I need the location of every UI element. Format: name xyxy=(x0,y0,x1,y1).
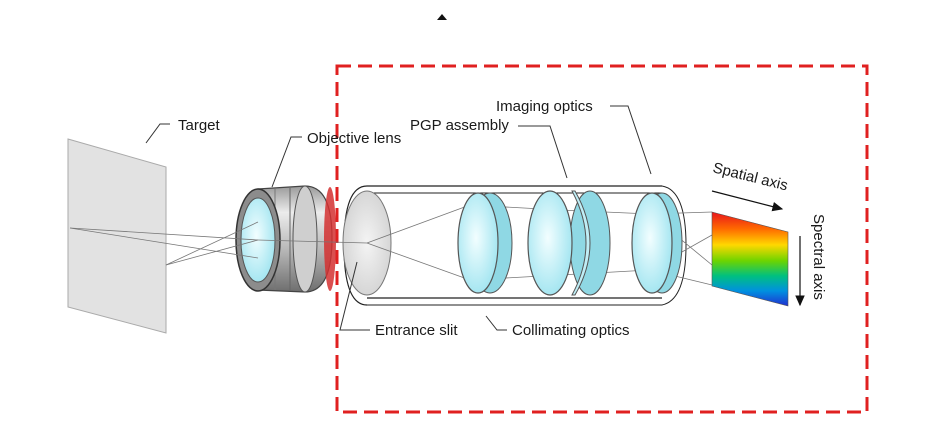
top-mark xyxy=(437,14,447,20)
pgp-assembly xyxy=(527,190,611,296)
spatial-axis-arrow xyxy=(711,190,784,212)
collimating-optics-pointer xyxy=(485,315,507,331)
target-pointer xyxy=(145,123,170,144)
entrance-slit-pointer xyxy=(339,261,370,331)
collimating-optics-label: Collimating optics xyxy=(512,322,630,339)
spectral-axis-label: Spectral axis xyxy=(810,214,827,300)
spectrometer-tube xyxy=(343,185,687,306)
target-label: Target xyxy=(178,117,221,134)
detector-spectrum xyxy=(711,211,789,307)
imaging-lens xyxy=(631,192,683,294)
spatial-axis-label: Spatial axis xyxy=(711,159,790,194)
objective-lens-pointer xyxy=(271,136,302,188)
collimating-lens xyxy=(457,192,513,294)
objective-lens-label: Objective lens xyxy=(307,130,401,147)
target-plane xyxy=(67,138,167,334)
pgp-assembly-label: PGP assembly xyxy=(410,117,509,134)
entrance-slit-label: Entrance slit xyxy=(375,322,458,339)
imaging-optics-label: Imaging optics xyxy=(496,98,593,115)
pgp-assembly-pointer xyxy=(518,125,568,179)
objective-lens xyxy=(235,185,336,293)
imaging-optics-pointer xyxy=(610,105,652,175)
instrument-boundary xyxy=(335,64,869,414)
